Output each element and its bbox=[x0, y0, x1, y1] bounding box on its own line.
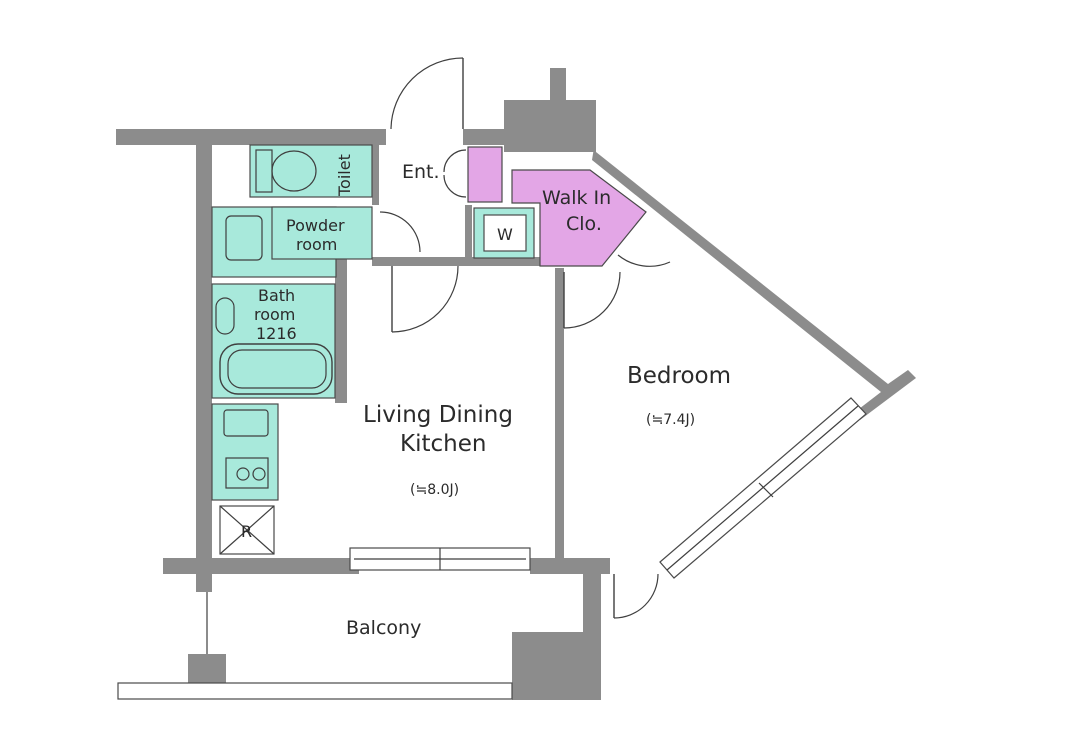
label-bath-2: room bbox=[254, 305, 295, 324]
powder-room-ext bbox=[271, 206, 373, 260]
bathtub bbox=[219, 343, 333, 395]
label-entrance: Ent. bbox=[402, 161, 440, 183]
label-fridge: R bbox=[241, 522, 252, 541]
shoe-closet-door bbox=[443, 149, 467, 198]
wall-top-left bbox=[116, 129, 386, 145]
wall-wet-right bbox=[372, 145, 379, 205]
label-balcony: Balcony bbox=[346, 617, 421, 639]
labels: Ent. Walk In Clo. W Toilet Powder room B… bbox=[241, 154, 731, 639]
kitchen-sink bbox=[223, 409, 269, 437]
wall-entry-partition bbox=[465, 205, 472, 265]
wall-ldk-bedroom bbox=[555, 268, 564, 560]
wic-door-swing bbox=[617, 254, 671, 267]
wall-bottom bbox=[163, 558, 359, 574]
wall-top-mid bbox=[463, 129, 508, 145]
bedroom-window-split bbox=[758, 482, 774, 498]
wall-post-left bbox=[196, 574, 212, 592]
column-top bbox=[504, 68, 596, 152]
washer-box bbox=[483, 214, 527, 252]
toilet-room bbox=[249, 144, 373, 198]
bedroom-window-mid bbox=[666, 405, 859, 571]
label-bath-3: 1216 bbox=[256, 324, 297, 343]
entrance-door-swing bbox=[390, 57, 464, 130]
balcony-door-swing bbox=[613, 573, 659, 619]
walk-in-closet bbox=[511, 169, 647, 267]
label-bedroom-area: (≒7.4J) bbox=[646, 412, 695, 428]
label-bath-1: Bath bbox=[258, 286, 295, 305]
stove-burner-left bbox=[236, 467, 250, 481]
toilet-bowl bbox=[271, 150, 317, 192]
label-ldk-area: (≒8.0J) bbox=[410, 482, 459, 498]
wall-bottom-mid bbox=[530, 558, 610, 574]
ldk-door-swing bbox=[391, 265, 459, 333]
wall-wet-right-lower bbox=[335, 257, 347, 403]
balcony-wall-right bbox=[583, 574, 601, 700]
label-toilet: Toilet bbox=[335, 154, 354, 197]
fridge-x2 bbox=[219, 505, 275, 555]
kitchen-stove bbox=[225, 457, 269, 489]
bathtub-inner bbox=[227, 349, 327, 389]
label-bedroom: Bedroom bbox=[627, 363, 731, 389]
balcony-pillar bbox=[512, 632, 583, 700]
powder-door-swing bbox=[379, 211, 421, 253]
shoe-closet bbox=[467, 146, 503, 203]
label-powder-1: Powder bbox=[286, 216, 345, 235]
wet-areas bbox=[211, 144, 535, 555]
label-powder-2: room bbox=[296, 235, 337, 254]
doors bbox=[379, 57, 671, 619]
label-washer: W bbox=[497, 225, 513, 244]
bath-basin bbox=[215, 297, 235, 335]
wall-left bbox=[196, 129, 212, 575]
windows bbox=[349, 397, 867, 579]
stove-burner-right bbox=[252, 467, 266, 481]
label-wic-1: Walk In bbox=[542, 187, 611, 209]
bedroom-door-swing bbox=[563, 271, 621, 329]
powder-sink bbox=[225, 215, 263, 261]
wall-diagonal bbox=[592, 135, 916, 420]
label-wic-2: Clo. bbox=[566, 213, 602, 235]
walls bbox=[116, 68, 916, 700]
kitchen-counter bbox=[211, 403, 279, 501]
balcony-railing bbox=[117, 682, 513, 700]
label-ldk-1: Living Dining bbox=[363, 402, 513, 428]
closets bbox=[467, 146, 647, 267]
label-ldk-2: Kitchen bbox=[400, 431, 486, 457]
